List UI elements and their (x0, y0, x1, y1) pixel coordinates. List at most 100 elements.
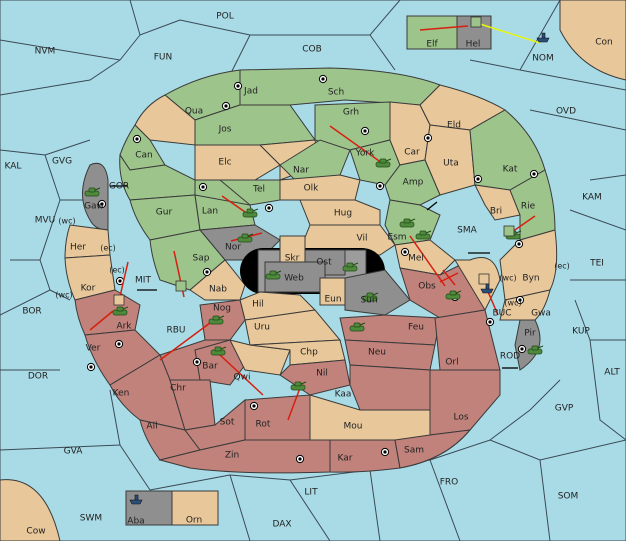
army-unit-icon[interactable] (208, 315, 225, 325)
territory-label-tel: Tel (252, 185, 265, 195)
supply-center-icon (360, 126, 370, 136)
territory-sam[interactable] (394, 429, 472, 469)
army-unit-icon[interactable] (84, 187, 101, 197)
territory-rot[interactable] (244, 394, 311, 441)
army-unit-icon[interactable] (375, 158, 392, 168)
sea-label-kup: KUP (572, 327, 590, 337)
fleet-unit-icon[interactable] (536, 32, 550, 43)
sea-label-bor: BOR (22, 307, 41, 317)
territory-label-hug: Hug (334, 209, 352, 219)
order-arrow (221, 195, 249, 215)
territory-label-bar: Bar (202, 362, 218, 372)
territories (64, 15, 558, 526)
army-unit-icon[interactable] (445, 290, 462, 300)
order-arrow (409, 235, 446, 287)
territory-elc[interactable] (194, 144, 281, 181)
supply-center-icon (198, 182, 208, 192)
territory-label-feu: Feu (408, 323, 424, 333)
order-arrow (329, 125, 383, 164)
army-unit-icon[interactable] (290, 381, 307, 391)
territory-sun[interactable] (344, 269, 411, 316)
fleet-unit-icon[interactable] (480, 283, 494, 294)
sea-label-dor: DOR (28, 372, 48, 382)
territory-label-orn: Orn (186, 516, 202, 526)
territory-label-chr: Chr (170, 384, 186, 394)
army-unit-icon[interactable] (399, 218, 416, 228)
order-arrow (89, 310, 114, 331)
supply-center-icon (114, 339, 124, 349)
territory-label-ost: Ost (316, 258, 332, 268)
territory-label-gur: Gur (156, 208, 173, 218)
unit-marker[interactable] (503, 225, 515, 237)
supply-center-icon (264, 203, 274, 213)
sea-label-rod: ROD (500, 352, 520, 362)
units (84, 16, 550, 505)
territory-qwi[interactable] (229, 339, 291, 376)
territory-label-sam: Sam (404, 446, 424, 456)
supply-center-icon (202, 267, 212, 277)
supply-center-icon (295, 454, 305, 464)
territory-elf[interactable] (406, 15, 458, 50)
fleet-unit-icon[interactable] (129, 494, 143, 505)
unit-marker[interactable] (175, 280, 187, 292)
army-unit-icon[interactable] (237, 233, 254, 243)
territory-mou[interactable] (309, 394, 431, 441)
territory-label-jad: Jad (243, 87, 258, 97)
army-unit-icon[interactable] (242, 208, 259, 218)
territory-label-amp: Amp (403, 178, 424, 188)
coast-note: (ec) (109, 266, 125, 275)
army-unit-icon[interactable] (210, 346, 227, 356)
supply-center-icon (515, 295, 525, 305)
sea-label-cow: Cow (26, 527, 45, 537)
unit-marker[interactable] (478, 273, 490, 285)
territory-nab[interactable] (189, 259, 246, 301)
territory-gaw[interactable] (82, 162, 109, 231)
territory-uta[interactable] (424, 124, 476, 196)
sea-label-dax: DAX (272, 520, 291, 530)
supply-center-icon (423, 133, 433, 143)
territory-label-sun: Sun (360, 296, 377, 306)
supply-center-icon (380, 447, 390, 457)
sea-label-gvg: GVG (52, 157, 72, 167)
territory-gur-n[interactable] (119, 153, 196, 201)
territory-label-ver: Ver (86, 344, 101, 354)
territory-label-car: Car (404, 148, 420, 158)
territory-label-chp: Chp (300, 348, 318, 358)
army-unit-icon[interactable] (265, 270, 282, 280)
army-unit-icon[interactable] (362, 292, 379, 302)
territory-label-rot: Rot (256, 420, 271, 430)
territory-olk[interactable] (279, 174, 361, 201)
territory-label-obs: Obs (418, 282, 436, 292)
territory-label-skr: Skr (285, 254, 300, 264)
territory-label-york: York (355, 149, 376, 159)
territory-qua[interactable] (134, 94, 196, 146)
unit-marker[interactable] (113, 294, 125, 306)
sea-label-sma: SMA (457, 226, 477, 236)
army-unit-icon[interactable] (415, 230, 432, 240)
territory-orn[interactable] (171, 490, 219, 526)
territory-label-vil: Vil (357, 234, 368, 244)
unit-marker[interactable] (470, 16, 482, 28)
territory-label-bri: Bri (490, 207, 502, 217)
territory-label-sch: Sch (328, 88, 344, 98)
sea-label-cob: COB (302, 45, 322, 55)
army-unit-icon[interactable] (112, 306, 129, 316)
territory-kaa[interactable] (349, 364, 431, 411)
army-unit-icon[interactable] (527, 345, 544, 355)
territory-her[interactable] (64, 224, 111, 259)
territory-label-uru: Uru (254, 323, 270, 333)
territory-bar[interactable] (194, 339, 246, 386)
territory-label-her: Her (70, 243, 86, 253)
army-unit-icon[interactable] (349, 322, 366, 332)
territory-sch[interactable] (239, 67, 441, 106)
army-unit-icon[interactable] (342, 262, 359, 272)
territory-label-elc: Elc (218, 158, 231, 168)
territory-label-byn: Byn (522, 274, 539, 284)
territory-bri[interactable] (474, 184, 521, 221)
sea-label-ovd: OVD (556, 107, 576, 117)
territory-aba[interactable] (125, 490, 173, 526)
territory-hug[interactable] (299, 199, 381, 226)
territory-buc-coast[interactable] (454, 257, 501, 312)
territory-label-uta: Uta (443, 159, 459, 169)
